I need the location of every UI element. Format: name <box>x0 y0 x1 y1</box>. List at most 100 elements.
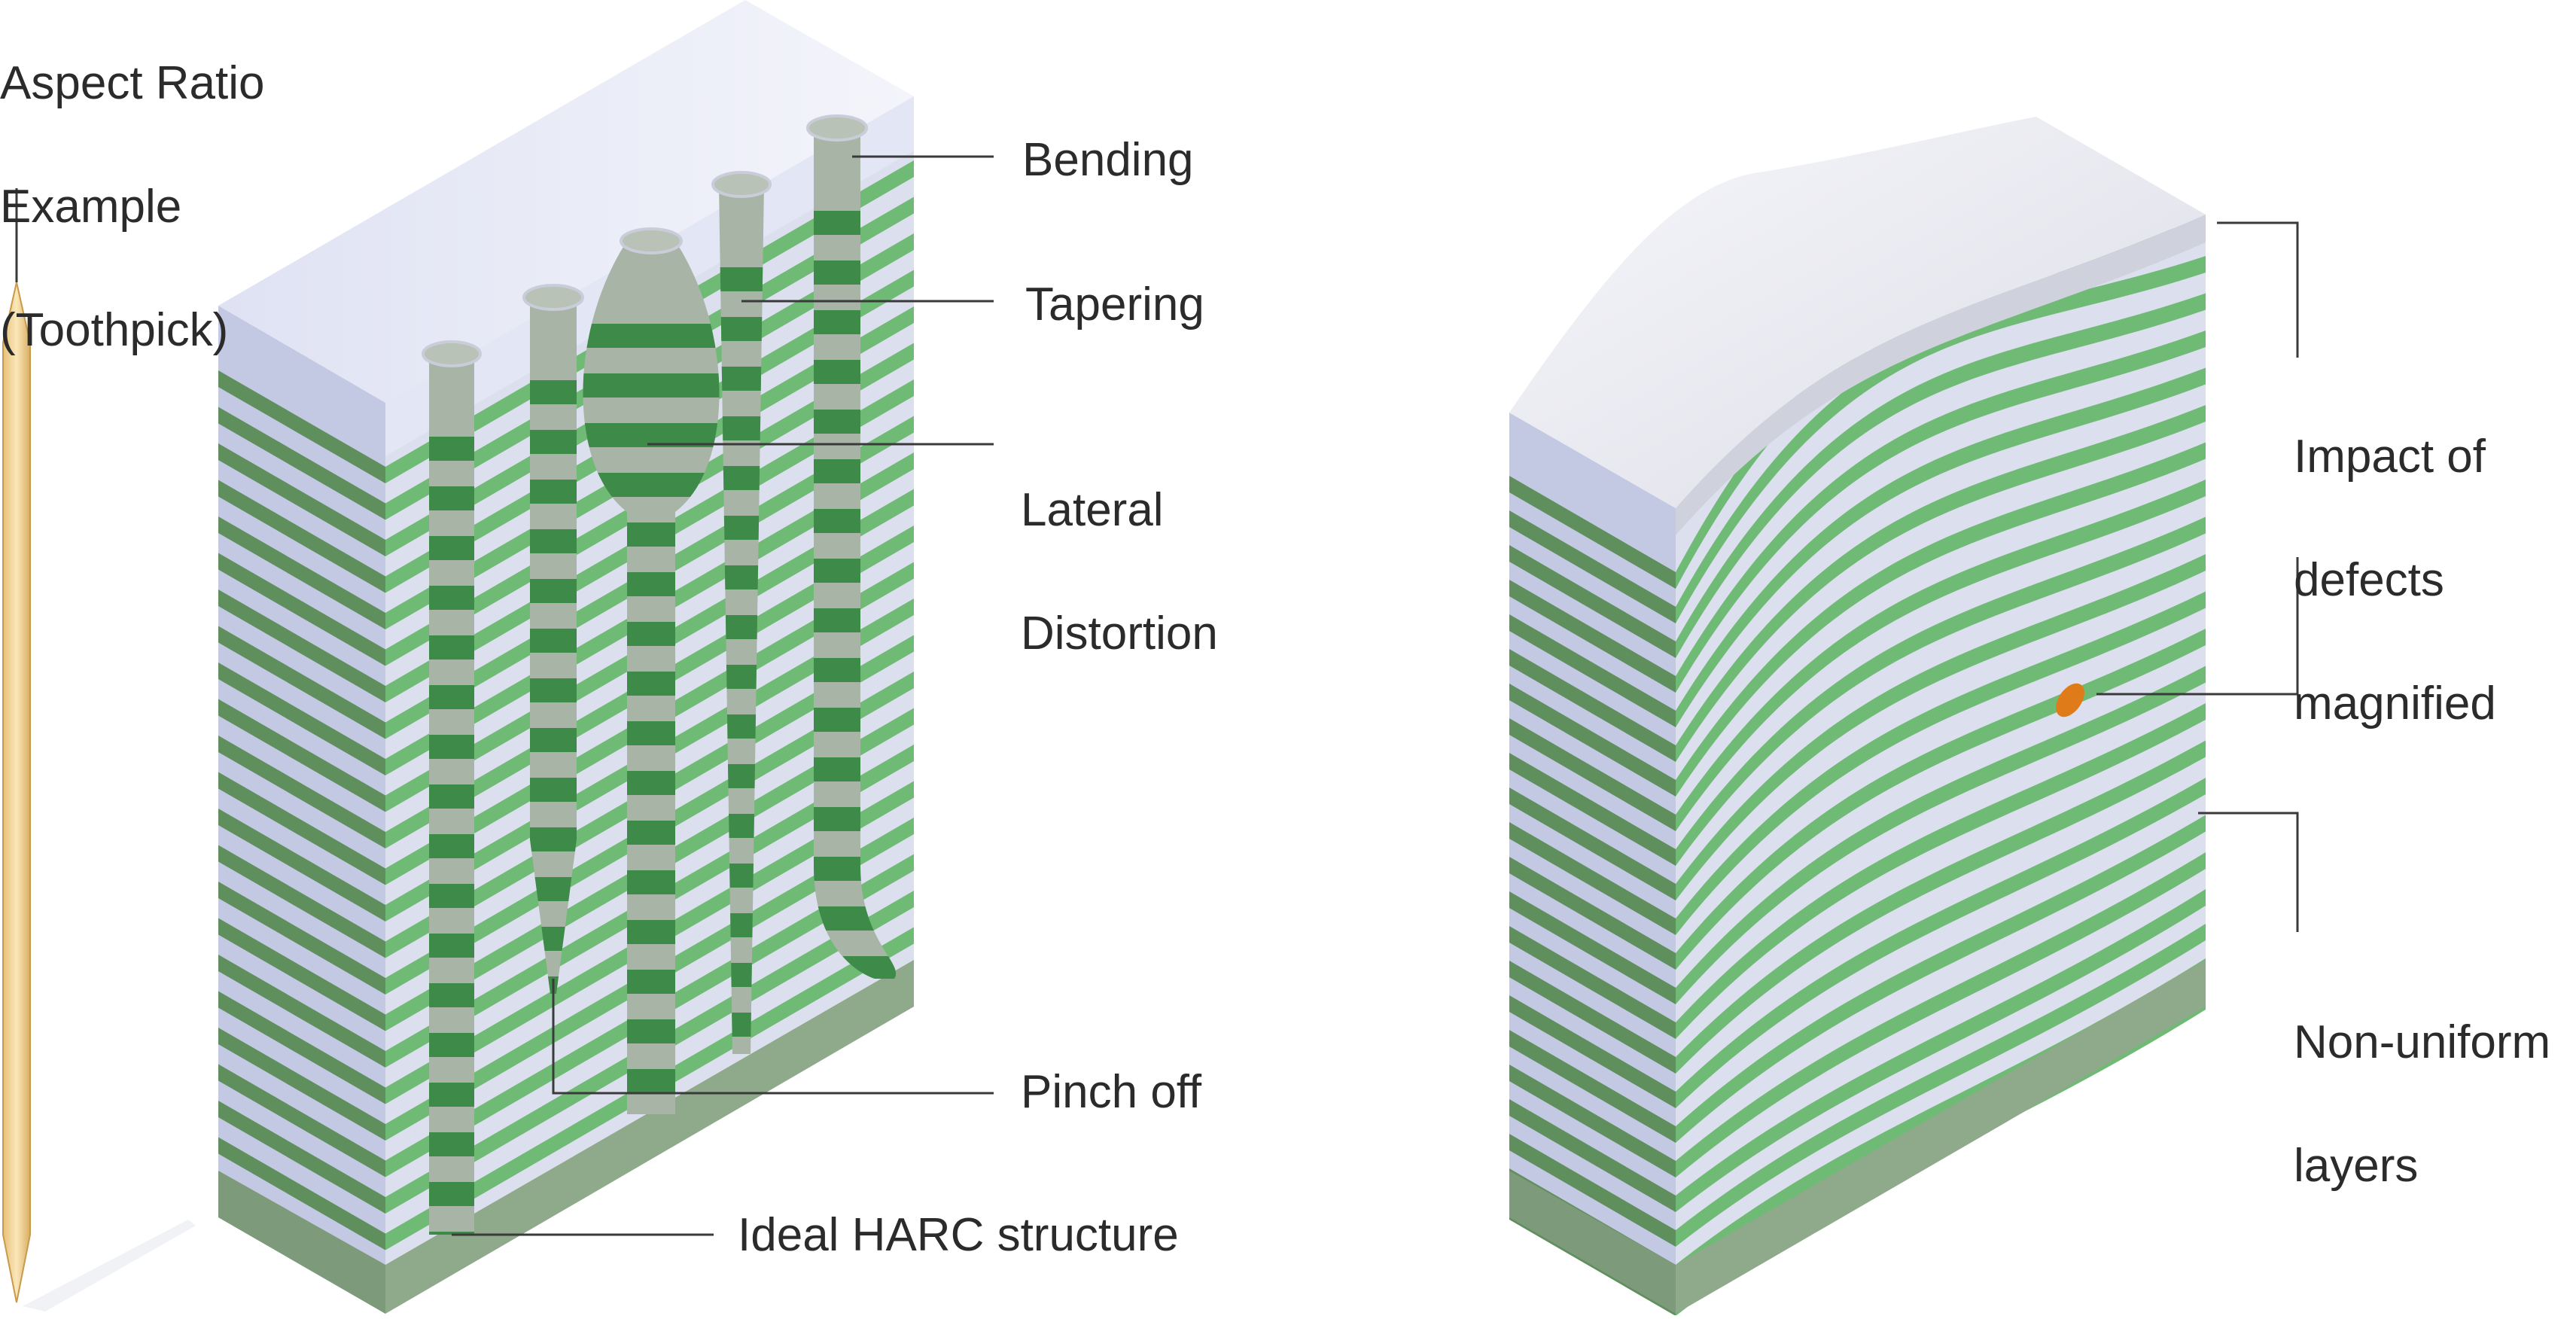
right-left-green-layer <box>1509 649 1676 762</box>
label-non-uniform-layers: Non-uniform layers <box>2294 950 2550 1259</box>
left-face-green-layer <box>218 809 385 921</box>
left-face-green-layer <box>218 1064 385 1177</box>
right-block-top-surface <box>1509 117 2206 508</box>
right-block-top-edge <box>1676 215 2206 535</box>
right-left-green-layer <box>1509 614 1676 727</box>
left-face-green-layer <box>218 443 385 556</box>
right-left-green-layer <box>1509 1134 1676 1247</box>
hole-opening <box>620 227 683 254</box>
left-face-green-layer <box>218 736 385 848</box>
right-front-green-layer <box>1676 516 2206 866</box>
label-lateral-distortion: Lateral Distortion <box>1021 418 1218 727</box>
label-nonuniform-line2: layers <box>2294 1140 2419 1192</box>
right-left-green-layer <box>1509 995 1676 1108</box>
toothpick-caption-line2: Example <box>0 181 182 233</box>
right-left-green-layer <box>1509 753 1676 866</box>
left-face-green-layer <box>218 772 385 885</box>
left-face-green-layer <box>218 663 385 775</box>
right-block <box>1509 117 2206 1316</box>
label-bending: Bending <box>1022 134 1194 186</box>
hole-opening <box>522 284 584 311</box>
right-front-green-layer <box>1676 405 2206 762</box>
toothpick-caption: Aspect Ratio Example (Toothpick) <box>0 0 265 423</box>
right-block-base-left <box>1509 1171 1676 1314</box>
hole-pinch <box>522 284 584 994</box>
right-block-base-front <box>1676 960 2206 1314</box>
right-left-green-layer <box>1509 1099 1676 1212</box>
left-face-green-layer <box>218 1137 385 1250</box>
label-nonuniform-line1: Non-uniform <box>2294 1016 2551 1068</box>
left-face-green-layer <box>218 955 385 1068</box>
leader-lines <box>452 155 2299 1236</box>
left-block-base-front <box>385 960 914 1314</box>
right-front-green-layer <box>1676 924 2206 1247</box>
left-face-green-layer <box>218 1101 385 1214</box>
right-front-green-layer <box>1676 554 2206 900</box>
left-face-green-layer <box>218 516 385 629</box>
right-left-face-stripes <box>1509 476 1676 1316</box>
right-front-green-layer <box>1676 442 2206 797</box>
right-front-green-layer <box>1676 778 2206 1108</box>
left-face-green-layer <box>218 480 385 593</box>
right-left-green-layer <box>1509 961 1676 1074</box>
right-front-green-layer <box>1676 740 2206 1074</box>
right-front-green-layer <box>1676 629 2206 970</box>
right-left-green-layer <box>1509 580 1676 693</box>
left-face-green-layer <box>218 882 385 995</box>
label-impact-line2: defects <box>2294 554 2444 606</box>
label-lateral-line2: Distortion <box>1021 608 1218 660</box>
leader-impact-lower <box>2096 557 2299 696</box>
left-block <box>218 0 914 1314</box>
right-left-green-layer <box>1509 822 1676 935</box>
hole-opening <box>711 171 772 198</box>
right-left-green-layer <box>1509 684 1676 797</box>
right-front-green-layer <box>1676 852 2206 1177</box>
right-left-green-layer <box>1509 718 1676 831</box>
toothpick-caption-line3: (Toothpick) <box>0 304 229 356</box>
leader-pinch-off <box>552 979 994 1095</box>
left-face-stripes <box>218 370 385 1250</box>
left-face-green-layer <box>218 699 385 812</box>
right-left-green-layer <box>1509 1065 1676 1177</box>
left-face-green-layer <box>218 918 385 1031</box>
right-left-green-layer <box>1509 787 1676 900</box>
right-left-green-layer <box>1509 1030 1676 1143</box>
defect-particle <box>2056 683 2084 717</box>
right-left-green-layer <box>1509 857 1676 970</box>
right-front-green-layer <box>1676 591 2206 935</box>
label-ideal-harc: Ideal HARC structure <box>738 1209 1179 1261</box>
hole-bands <box>429 437 474 1235</box>
left-block-base-left <box>218 1171 385 1314</box>
left-face-green-layer <box>218 407 385 520</box>
right-front-green-layer <box>1676 703 2206 1039</box>
right-front-green-layer <box>1676 815 2206 1143</box>
toothpick-shadow <box>23 1220 196 1311</box>
right-left-green-layer <box>1509 545 1676 658</box>
label-pinch-off: Pinch off <box>1021 1066 1202 1118</box>
leader-nonuniform <box>2198 812 2299 932</box>
left-face-green-layer <box>218 370 385 483</box>
left-face-green-layer <box>218 553 385 666</box>
label-lateral-line1: Lateral <box>1021 484 1164 536</box>
hole-opening <box>422 340 482 367</box>
label-impact-line1: Impact of <box>2294 431 2486 483</box>
hole-ideal <box>422 340 482 1235</box>
left-face-green-layer <box>218 991 385 1104</box>
right-front-green-layer <box>1676 480 2206 831</box>
right-front-green-layer <box>1676 666 2206 1004</box>
left-face-green-layer <box>218 1028 385 1141</box>
right-block-left-face <box>1509 413 1676 1314</box>
toothpick-caption-line1: Aspect Ratio <box>0 57 265 109</box>
left-block-top-face <box>218 0 914 403</box>
hole-opening <box>806 114 868 142</box>
right-left-green-layer <box>1509 510 1676 623</box>
right-left-green-layer <box>1509 926 1676 1039</box>
label-impact-of-defects: Impact of defects magnified <box>2294 364 2496 797</box>
right-front-green-layer <box>1676 889 2206 1212</box>
leader-impact <box>2217 221 2299 358</box>
left-face-green-layer <box>218 589 385 702</box>
right-left-green-layer <box>1509 891 1676 1004</box>
label-tapering: Tapering <box>1025 279 1204 331</box>
